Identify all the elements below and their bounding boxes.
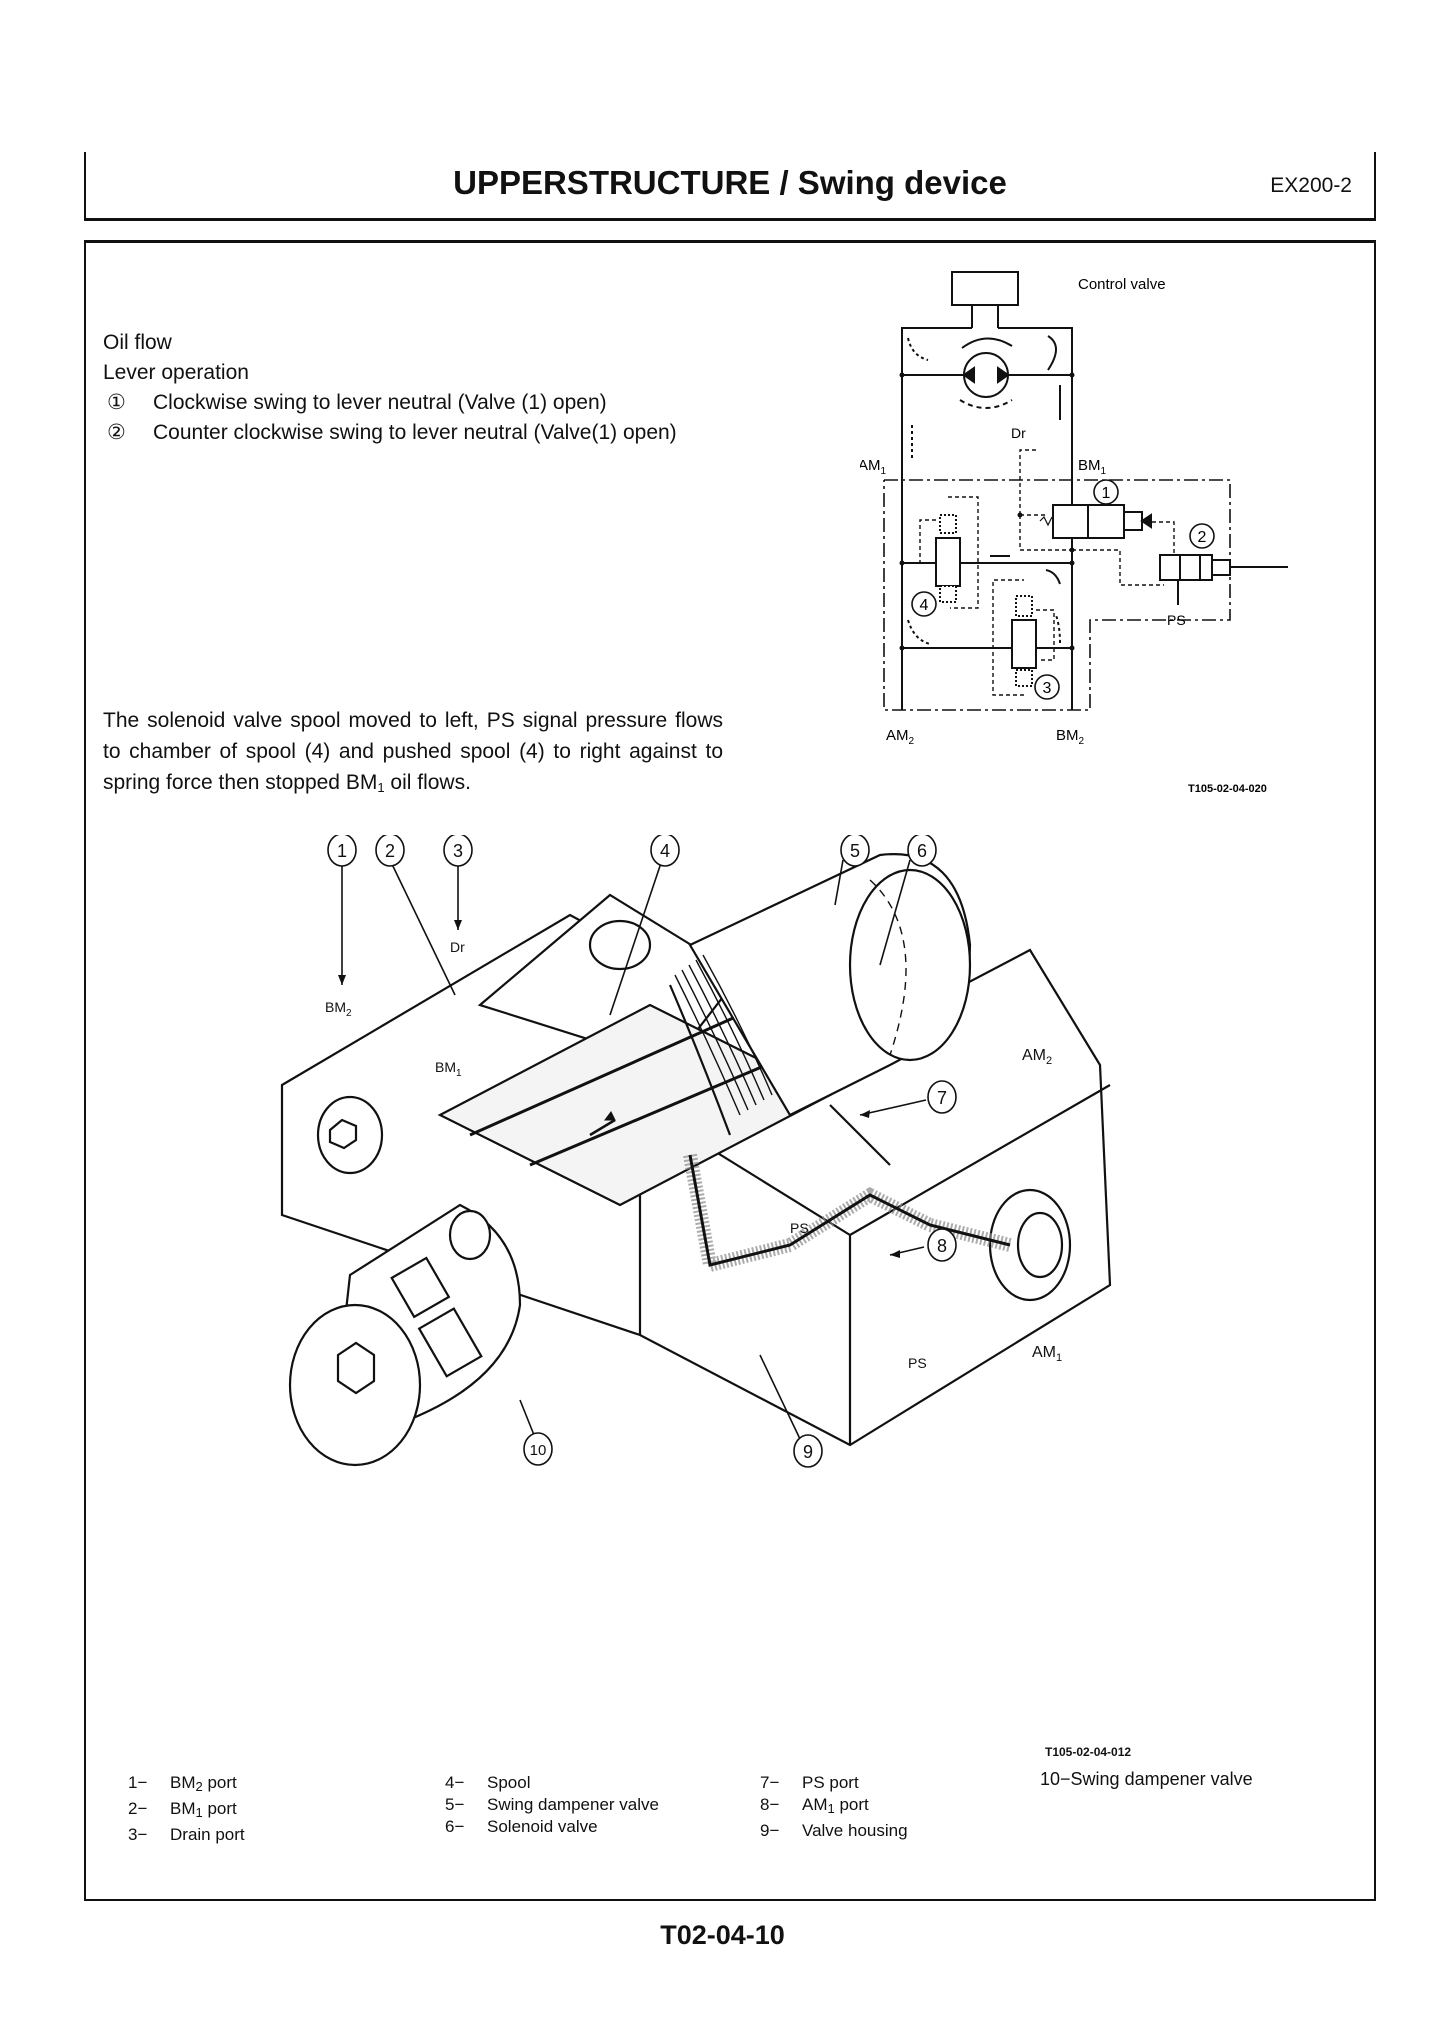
callout-1-label: 1	[1102, 485, 1111, 502]
intro-item-text: Counter clockwise swing to lever neutral…	[153, 421, 677, 444]
control-valve-box	[951, 271, 1019, 306]
control-valve-label: Control valve	[1078, 276, 1166, 293]
dr-label: Dr	[1011, 425, 1026, 441]
cutaway-ps-upper-label: PS	[790, 1220, 809, 1236]
legend-item: 6−Solenoid valve	[445, 1817, 598, 1836]
page-header: UPPERSTRUCTURE / Swing device EX200-2	[84, 152, 1376, 221]
cutaway-callout-5	[840, 835, 870, 867]
cutaway-callout-4	[650, 835, 680, 867]
legend-item: 5−Swing dampener valve	[445, 1795, 659, 1814]
legend-column-2: 4−Spool 5−Swing dampener valve 6−Solenoi…	[445, 1772, 659, 1838]
legend-item: 2−BM1 port	[128, 1799, 237, 1820]
callout-2	[1189, 523, 1215, 549]
cutaway-callout-6	[907, 835, 937, 867]
cutaway-ps-lower-label: PS	[908, 1355, 927, 1371]
callout-1	[1093, 479, 1119, 505]
cutaway-callout-1-label: 1	[337, 841, 347, 861]
callout-3-label: 3	[1043, 680, 1052, 697]
page-number: T02-04-10	[660, 1920, 785, 1950]
cutaway-callout-9	[793, 1434, 823, 1468]
ps-label: PS	[1167, 612, 1186, 628]
callout-4-label: 4	[920, 597, 929, 614]
cutaway-callout-4-label: 4	[660, 841, 670, 861]
cutaway-callout-8-label: 8	[937, 1236, 947, 1256]
callout-3	[1034, 674, 1060, 700]
cutaway-callout-2	[375, 835, 405, 867]
model-code: EX200-2	[1270, 174, 1352, 197]
legend-item: 1−BM2 port	[128, 1773, 237, 1794]
bm2-label: BM2	[1056, 727, 1085, 747]
content-frame	[84, 240, 1376, 1901]
am1-label: AM1	[860, 457, 887, 477]
intro-heading: Oil flow	[103, 331, 172, 354]
callout-2-label: 2	[1198, 529, 1207, 546]
cutaway-callout-3-label: 3	[453, 841, 463, 861]
cutaway-am2-label: AM2	[1022, 1047, 1052, 1067]
cutaway-dr-label: Dr	[450, 939, 465, 955]
legend-item: 8−AM1 port	[760, 1795, 869, 1816]
cutaway-callout-2-label: 2	[385, 841, 395, 861]
legend-item: 3−Drain port	[128, 1825, 245, 1844]
description-text: The solenoid valve spool moved to left, …	[103, 709, 723, 794]
legend-column-3: 7−PS port 8−AM1 port 9−Valve housing	[760, 1772, 908, 1842]
hydraulic-schematic: 1 2 3 4 Control valve Dr PS AM1 BM1 AM2 …	[860, 271, 1288, 795]
legend-item: 7−PS port	[760, 1773, 859, 1792]
cutaway-callout-3	[443, 835, 473, 867]
description-paragraph: The solenoid valve spool moved to left, …	[103, 705, 723, 803]
cutaway-callout-5-label: 5	[850, 841, 860, 861]
cutaway-callout-10-label: 10	[530, 1442, 547, 1459]
cutaway-bm2-label: BM2	[325, 999, 352, 1019]
cutaway-callout-6-label: 6	[917, 841, 927, 861]
bm1-label: BM1	[1078, 457, 1107, 477]
intro-item: ② Counter clockwise swing to lever neutr…	[103, 418, 743, 448]
legend-column-1: 1−BM2 port 2−BM1 port 3−Drain port	[128, 1772, 245, 1846]
cutaway-figure-code: T105-02-04-012	[1045, 1745, 1132, 1759]
legend-column-4: 10−Swing dampener valve	[1040, 1768, 1253, 1790]
intro-item-number: ②	[107, 421, 126, 444]
intro-item-number: ①	[107, 391, 126, 414]
cutaway-callout-9-label: 9	[803, 1442, 813, 1462]
cutaway-callout-10	[523, 1432, 553, 1466]
description-subscript: 1	[377, 780, 385, 795]
legend-item: 4−Spool	[445, 1773, 531, 1792]
intro-item: ① Clockwise swing to lever neutral (Valv…	[103, 388, 743, 418]
cutaway-callout-1	[327, 835, 357, 867]
description-text-end: oil flows.	[384, 771, 471, 794]
intro-item-text: Clockwise swing to lever neutral (Valve …	[153, 391, 607, 414]
schematic-figure-code: T105-02-04-020	[1188, 783, 1267, 795]
am2-label: AM2	[886, 727, 915, 747]
cutaway-bm1-label: BM1	[435, 1059, 462, 1079]
cutaway-callout-8	[927, 1228, 957, 1262]
oil-flow-intro: Oil flow Lever operation ① Clockwise swi…	[103, 328, 743, 448]
cutaway-callout-7-label: 7	[937, 1088, 947, 1108]
legend-item: 10−Swing dampener valve	[1040, 1769, 1253, 1789]
cutaway-am1-label: AM1	[1032, 1344, 1062, 1364]
legend-item: 9−Valve housing	[760, 1821, 908, 1840]
intro-subheading: Lever operation	[103, 361, 249, 384]
swing-dampener-cutaway: 1 2 3 4 5 6 7 8 9 10 Dr BM2 BM1 AM2 AM1 …	[280, 835, 1112, 1468]
page-title: UPPERSTRUCTURE / Swing device	[453, 164, 1007, 201]
cutaway-callout-7	[927, 1080, 957, 1114]
callout-4	[911, 591, 937, 617]
